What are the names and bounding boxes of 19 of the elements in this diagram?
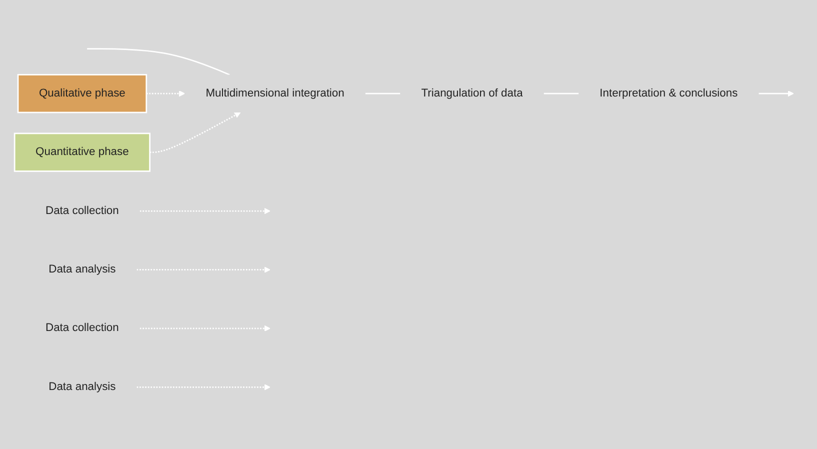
node-text: Data collection	[45, 322, 118, 334]
arrow	[146, 90, 185, 96]
arrow	[139, 207, 270, 214]
arrow	[758, 90, 794, 96]
node-text: Triangulation of data	[420, 86, 522, 99]
node-text: Data analysis	[48, 262, 116, 275]
arrow	[149, 112, 240, 152]
connector	[86, 48, 230, 75]
connector	[364, 92, 400, 94]
connector	[543, 92, 578, 94]
node-text: Multidimensional integration	[205, 86, 344, 99]
arrow	[136, 384, 270, 390]
node-box: Qualitative phase	[16, 74, 147, 113]
arrow	[136, 266, 270, 272]
node-text: Data analysis	[48, 380, 116, 392]
node-text: Data collection	[45, 204, 118, 216]
node-box: Quantitative phase	[13, 132, 150, 172]
node-text: Interpretation & conclusions	[599, 86, 738, 99]
arrow	[139, 324, 270, 332]
